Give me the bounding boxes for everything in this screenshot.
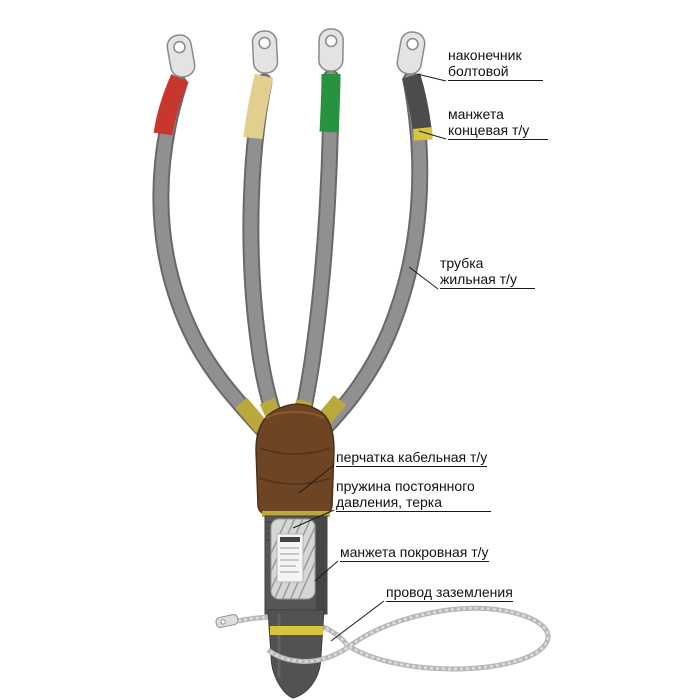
leader-lines [292,73,447,642]
bolt-lug-icon [166,34,196,78]
phase-cables [152,69,433,453]
leader-line-cover-sleeve [314,560,339,582]
marker-ring-1 [234,397,269,433]
cable-bodies [154,71,427,451]
label-ground-wire: провод заземления [386,584,513,602]
leader-line-spring [292,509,335,529]
bolt-lugs [166,28,426,78]
leader-line-end-sleeve [418,130,447,140]
trunk-tube-shadow [316,517,326,613]
glove-wrinkle [259,447,331,455]
ground-lug-icon [215,614,239,628]
end-sleeve-red [153,74,189,136]
label-cover-sleeve: манжета покровная т/у [340,544,489,562]
trunk-mid-section [262,511,330,615]
end-sleeve-green [319,73,341,133]
label-bolt-lug: наконечник болтовой [448,47,543,81]
end-sleeve-neutral-stripe [412,127,433,141]
label-pressure-spring: пружина постоянного давления, терка [336,478,491,512]
cable-glove [255,403,335,520]
leader-line-core-tube [408,266,439,290]
ground-wire-braid-texture [237,606,550,671]
glove-bottom-marker [262,511,330,517]
leader-line-ground-wire [330,600,385,642]
label-end-sleeve: манжета концевая т/у [448,106,548,140]
cable-outlines [152,69,429,453]
leader-line-glove [298,464,335,494]
glove-wrinkle [258,477,332,485]
bolt-lug-icon [251,30,279,74]
ground-wire-back [215,605,551,672]
cable-3 [290,71,338,451]
bolt-lug-icon [396,31,426,75]
label-core-tube: трубка жильная т/у [440,255,535,289]
glove-body [255,403,335,520]
yellow-band [270,626,323,635]
label-cable-glove: перчатка кабельная т/у [336,449,488,467]
bolt-lug-icon [318,28,344,72]
ground-wire-crossing [266,645,349,664]
ground-wire-front [266,645,349,664]
product-sticker [276,533,304,583]
leader-line-lug [416,73,447,82]
end-sleeve-yellow [243,73,274,139]
glove-highlight [265,411,325,419]
